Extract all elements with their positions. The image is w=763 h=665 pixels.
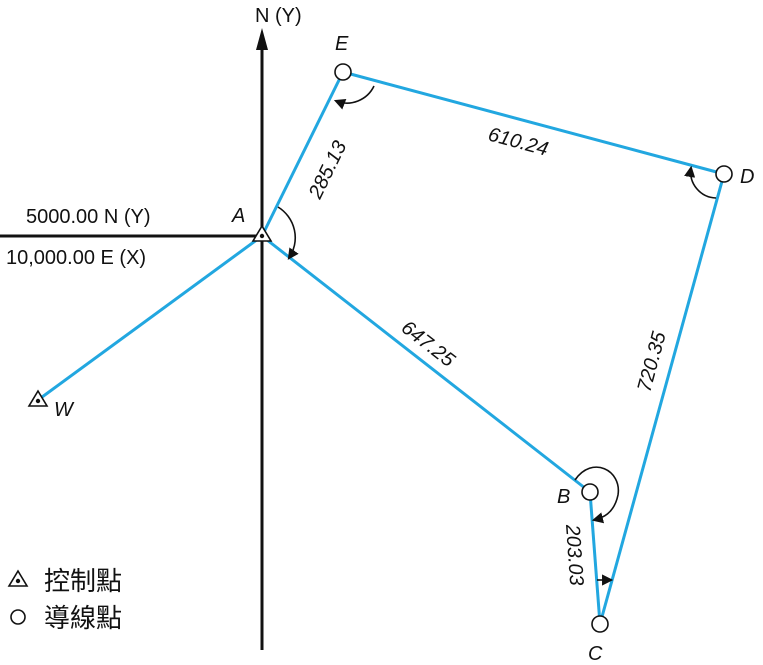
angle-arc-a xyxy=(277,206,299,260)
point-a-marker xyxy=(251,224,273,242)
angle-arc-d xyxy=(684,165,717,199)
point-d-marker xyxy=(715,165,733,183)
point-a-label: A xyxy=(231,205,245,227)
distance-a-e: 285.13 xyxy=(304,138,351,204)
traverse-points xyxy=(334,63,733,633)
point-d-label: D xyxy=(740,166,754,188)
traverse-lines xyxy=(37,70,726,625)
point-w-marker xyxy=(27,389,49,407)
angle-arcs xyxy=(277,85,717,586)
north-axis-label: N (Y) xyxy=(255,5,302,27)
distance-e-d: 610.24 xyxy=(486,124,551,161)
point-e-label: E xyxy=(335,33,349,55)
easting-label: 10,000.00 E (X) xyxy=(6,247,146,269)
point-b-label: B xyxy=(557,486,570,508)
north-arrowhead xyxy=(256,28,268,50)
northing-label: 5000.00 N (Y) xyxy=(26,206,151,228)
line-a-e xyxy=(260,71,345,237)
triangle-dot-icon xyxy=(7,569,29,587)
control-points xyxy=(27,224,273,407)
circle-icon xyxy=(10,609,26,625)
legend-traverse-point-label: 導線點 xyxy=(44,604,122,634)
angle-arc-e xyxy=(333,85,375,110)
line-a-b xyxy=(261,234,591,494)
line-b-c xyxy=(588,491,602,625)
legend: 控制點 導線點 xyxy=(7,567,122,634)
point-c-marker xyxy=(591,615,609,633)
point-b-marker xyxy=(581,483,599,501)
legend-control-point-label: 控制點 xyxy=(44,567,122,597)
point-e-marker xyxy=(334,63,352,81)
angle-arc-b xyxy=(574,466,620,524)
point-c-label: C xyxy=(588,643,603,665)
line-a-w xyxy=(37,234,263,402)
line-d-c xyxy=(598,173,726,625)
point-w-label: W xyxy=(54,399,75,421)
line-e-d xyxy=(342,70,725,176)
distance-b-c: 203.03 xyxy=(561,523,587,587)
